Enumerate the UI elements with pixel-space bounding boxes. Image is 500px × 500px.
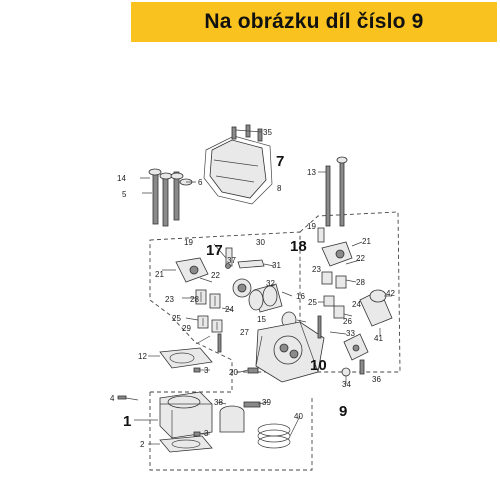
title-banner: Na obrázku díl číslo 9 xyxy=(131,2,497,42)
callout-16: 16 xyxy=(296,292,305,301)
callout-38: 38 xyxy=(214,398,223,407)
callout-3-top: 3 xyxy=(204,366,209,375)
callout-39: 39 xyxy=(262,398,271,407)
callout-20: 20 xyxy=(229,368,238,377)
callout-17: 17 xyxy=(206,242,223,259)
plug-part-9 xyxy=(341,367,351,384)
callout-15: 15 xyxy=(257,315,266,324)
callout-36: 36 xyxy=(372,375,381,384)
lower-assembly-outline xyxy=(149,372,313,471)
banner-text: Na obrázku díl číslo 9 xyxy=(204,10,424,33)
callout-1: 1 xyxy=(123,413,131,430)
piston-part xyxy=(217,401,269,433)
callout-22-left: 22 xyxy=(211,271,220,280)
callout-33: 33 xyxy=(346,329,355,338)
head-gasket-part xyxy=(148,347,213,373)
head-bolts-part xyxy=(140,168,196,227)
base-gasket-part xyxy=(148,431,213,453)
callout-3-bottom: 3 xyxy=(204,429,209,438)
callout-34: 34 xyxy=(342,380,351,389)
callout-2: 2 xyxy=(140,440,145,449)
callout-18: 18 xyxy=(290,238,307,255)
left-valve-springs-part xyxy=(182,289,233,353)
callout-19-left: 19 xyxy=(184,238,193,247)
callout-9: 9 xyxy=(339,403,347,420)
cylinder-part xyxy=(117,391,213,439)
callout-28-right: 28 xyxy=(356,278,365,287)
callout-13: 13 xyxy=(307,168,316,177)
piston-rings-part xyxy=(257,415,301,449)
callout-27: 27 xyxy=(240,328,249,337)
callout-5: 5 xyxy=(122,190,127,199)
callout-22-right: 22 xyxy=(356,254,365,263)
callout-7: 7 xyxy=(276,153,284,170)
left-assembly-outline xyxy=(149,231,301,373)
cover-bolts-part xyxy=(231,124,263,142)
callout-42: 42 xyxy=(386,289,395,298)
callout-30: 30 xyxy=(256,238,265,247)
callout-12: 12 xyxy=(138,352,147,361)
callout-41: 41 xyxy=(374,334,383,343)
callout-21-left: 21 xyxy=(155,270,164,279)
callout-14: 14 xyxy=(117,174,126,183)
callout-23-right: 23 xyxy=(312,265,321,274)
callout-40: 40 xyxy=(294,412,303,421)
callout-28-left: 28 xyxy=(190,295,199,304)
cam-chain-guide-part xyxy=(225,259,275,269)
callout-24-right: 24 xyxy=(352,300,361,309)
callout-25-left: 25 xyxy=(172,314,181,323)
callout-25-right: 25 xyxy=(308,298,317,307)
callout-29: 29 xyxy=(182,324,191,333)
callout-19-right: 19 xyxy=(307,222,316,231)
intake-manifold-part xyxy=(343,289,393,375)
callout-4: 4 xyxy=(110,394,115,403)
callout-24-left: 24 xyxy=(225,305,234,314)
right-valve-springs-part xyxy=(317,271,357,339)
callout-6: 6 xyxy=(198,178,203,187)
valve-cover-part xyxy=(203,135,273,205)
callout-23-left: 23 xyxy=(165,295,174,304)
callout-31: 31 xyxy=(272,261,281,270)
callout-8: 8 xyxy=(277,184,282,193)
callout-35: 35 xyxy=(263,128,272,137)
callout-32: 32 xyxy=(266,279,275,288)
callout-21-right: 21 xyxy=(362,237,371,246)
cylinder-head-part xyxy=(239,321,325,383)
callout-26: 26 xyxy=(343,317,352,326)
small-callout-labels: 35 14 6 5 8 13 19 30 21 22 37 31 32 23 1… xyxy=(110,128,395,449)
left-rocker-assembly-part xyxy=(162,243,233,283)
bold-callout-labels: 7 17 18 10 9 1 xyxy=(123,153,347,430)
right-rocker-assembly-part xyxy=(317,227,363,267)
callout-10: 10 xyxy=(310,357,327,374)
long-bolts-part xyxy=(318,156,348,227)
callout-37: 37 xyxy=(227,256,236,265)
right-assembly-outline xyxy=(299,211,401,373)
